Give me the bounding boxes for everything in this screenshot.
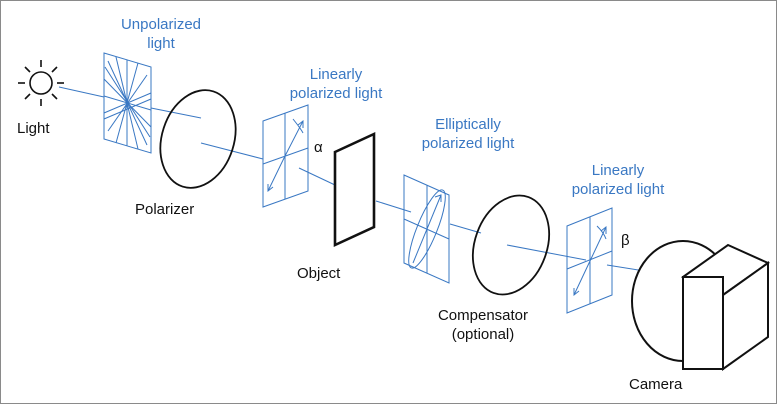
sun-icon [18,60,64,106]
linear-polarization-plate-2 [566,207,613,314]
compensator-ellipse [472,194,550,296]
elliptic-label-line1: Elliptically [435,116,501,133]
linear-polarized-label-2: Linearly polarized light [555,161,681,199]
linear2-label-line1: Linearly [591,162,645,179]
linear-polarization-plate-1 [262,104,309,208]
unpolarized-label-line1: Unpolarized [120,16,202,33]
polarizer-label: Polarizer [135,201,195,218]
elliptical-polarization-plate [403,174,450,284]
compensator-label: Compensator (optional) [423,306,543,344]
light-label: Light [17,120,50,137]
linear2-label-line2: polarized light [571,181,665,198]
compensator-label-line2: (optional) [451,326,515,343]
object-plate [333,131,376,248]
alpha-label: α [314,139,323,156]
unpolarized-light-plate [103,52,152,154]
beta-label: β [621,232,630,249]
camera-icon [631,240,771,371]
object-label: Object [297,265,341,282]
compensator-label-line1: Compensator [437,307,529,324]
unpolarized-light-label: Unpolarized light [111,15,211,53]
linear-polarized-label-1: Linearly polarized light [273,65,399,103]
linear1-label-line1: Linearly [309,66,363,83]
elliptic-label-line2: polarized light [421,135,515,152]
elliptical-polarized-label: Elliptically polarized light [405,115,531,153]
linear1-label-line2: polarized light [289,85,383,102]
polarizer-ellipse [159,89,237,189]
unpolarized-label-line2: light [147,35,175,52]
camera-label: Camera [629,376,683,393]
